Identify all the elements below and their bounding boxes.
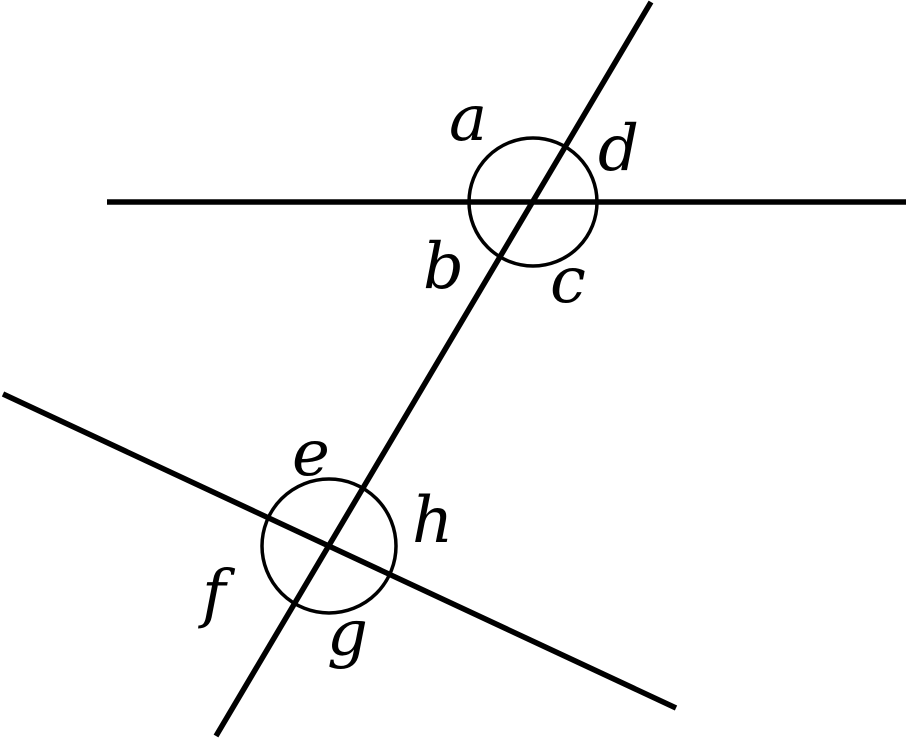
slanted-line bbox=[1, 391, 678, 711]
angle-label-d: d bbox=[598, 112, 639, 186]
angle-label-e: e bbox=[292, 417, 330, 491]
angle-label-c: c bbox=[550, 244, 586, 318]
angle-label-b: b bbox=[423, 230, 464, 304]
upper-angle-marker bbox=[467, 136, 599, 268]
angle-label-g: g bbox=[327, 597, 368, 671]
transversal-line bbox=[213, 0, 654, 738]
lower-angle-marker bbox=[260, 477, 398, 615]
angle-label-h: h bbox=[412, 484, 453, 558]
angle-label-f: f bbox=[198, 557, 236, 631]
angle-label-a: a bbox=[449, 82, 487, 156]
